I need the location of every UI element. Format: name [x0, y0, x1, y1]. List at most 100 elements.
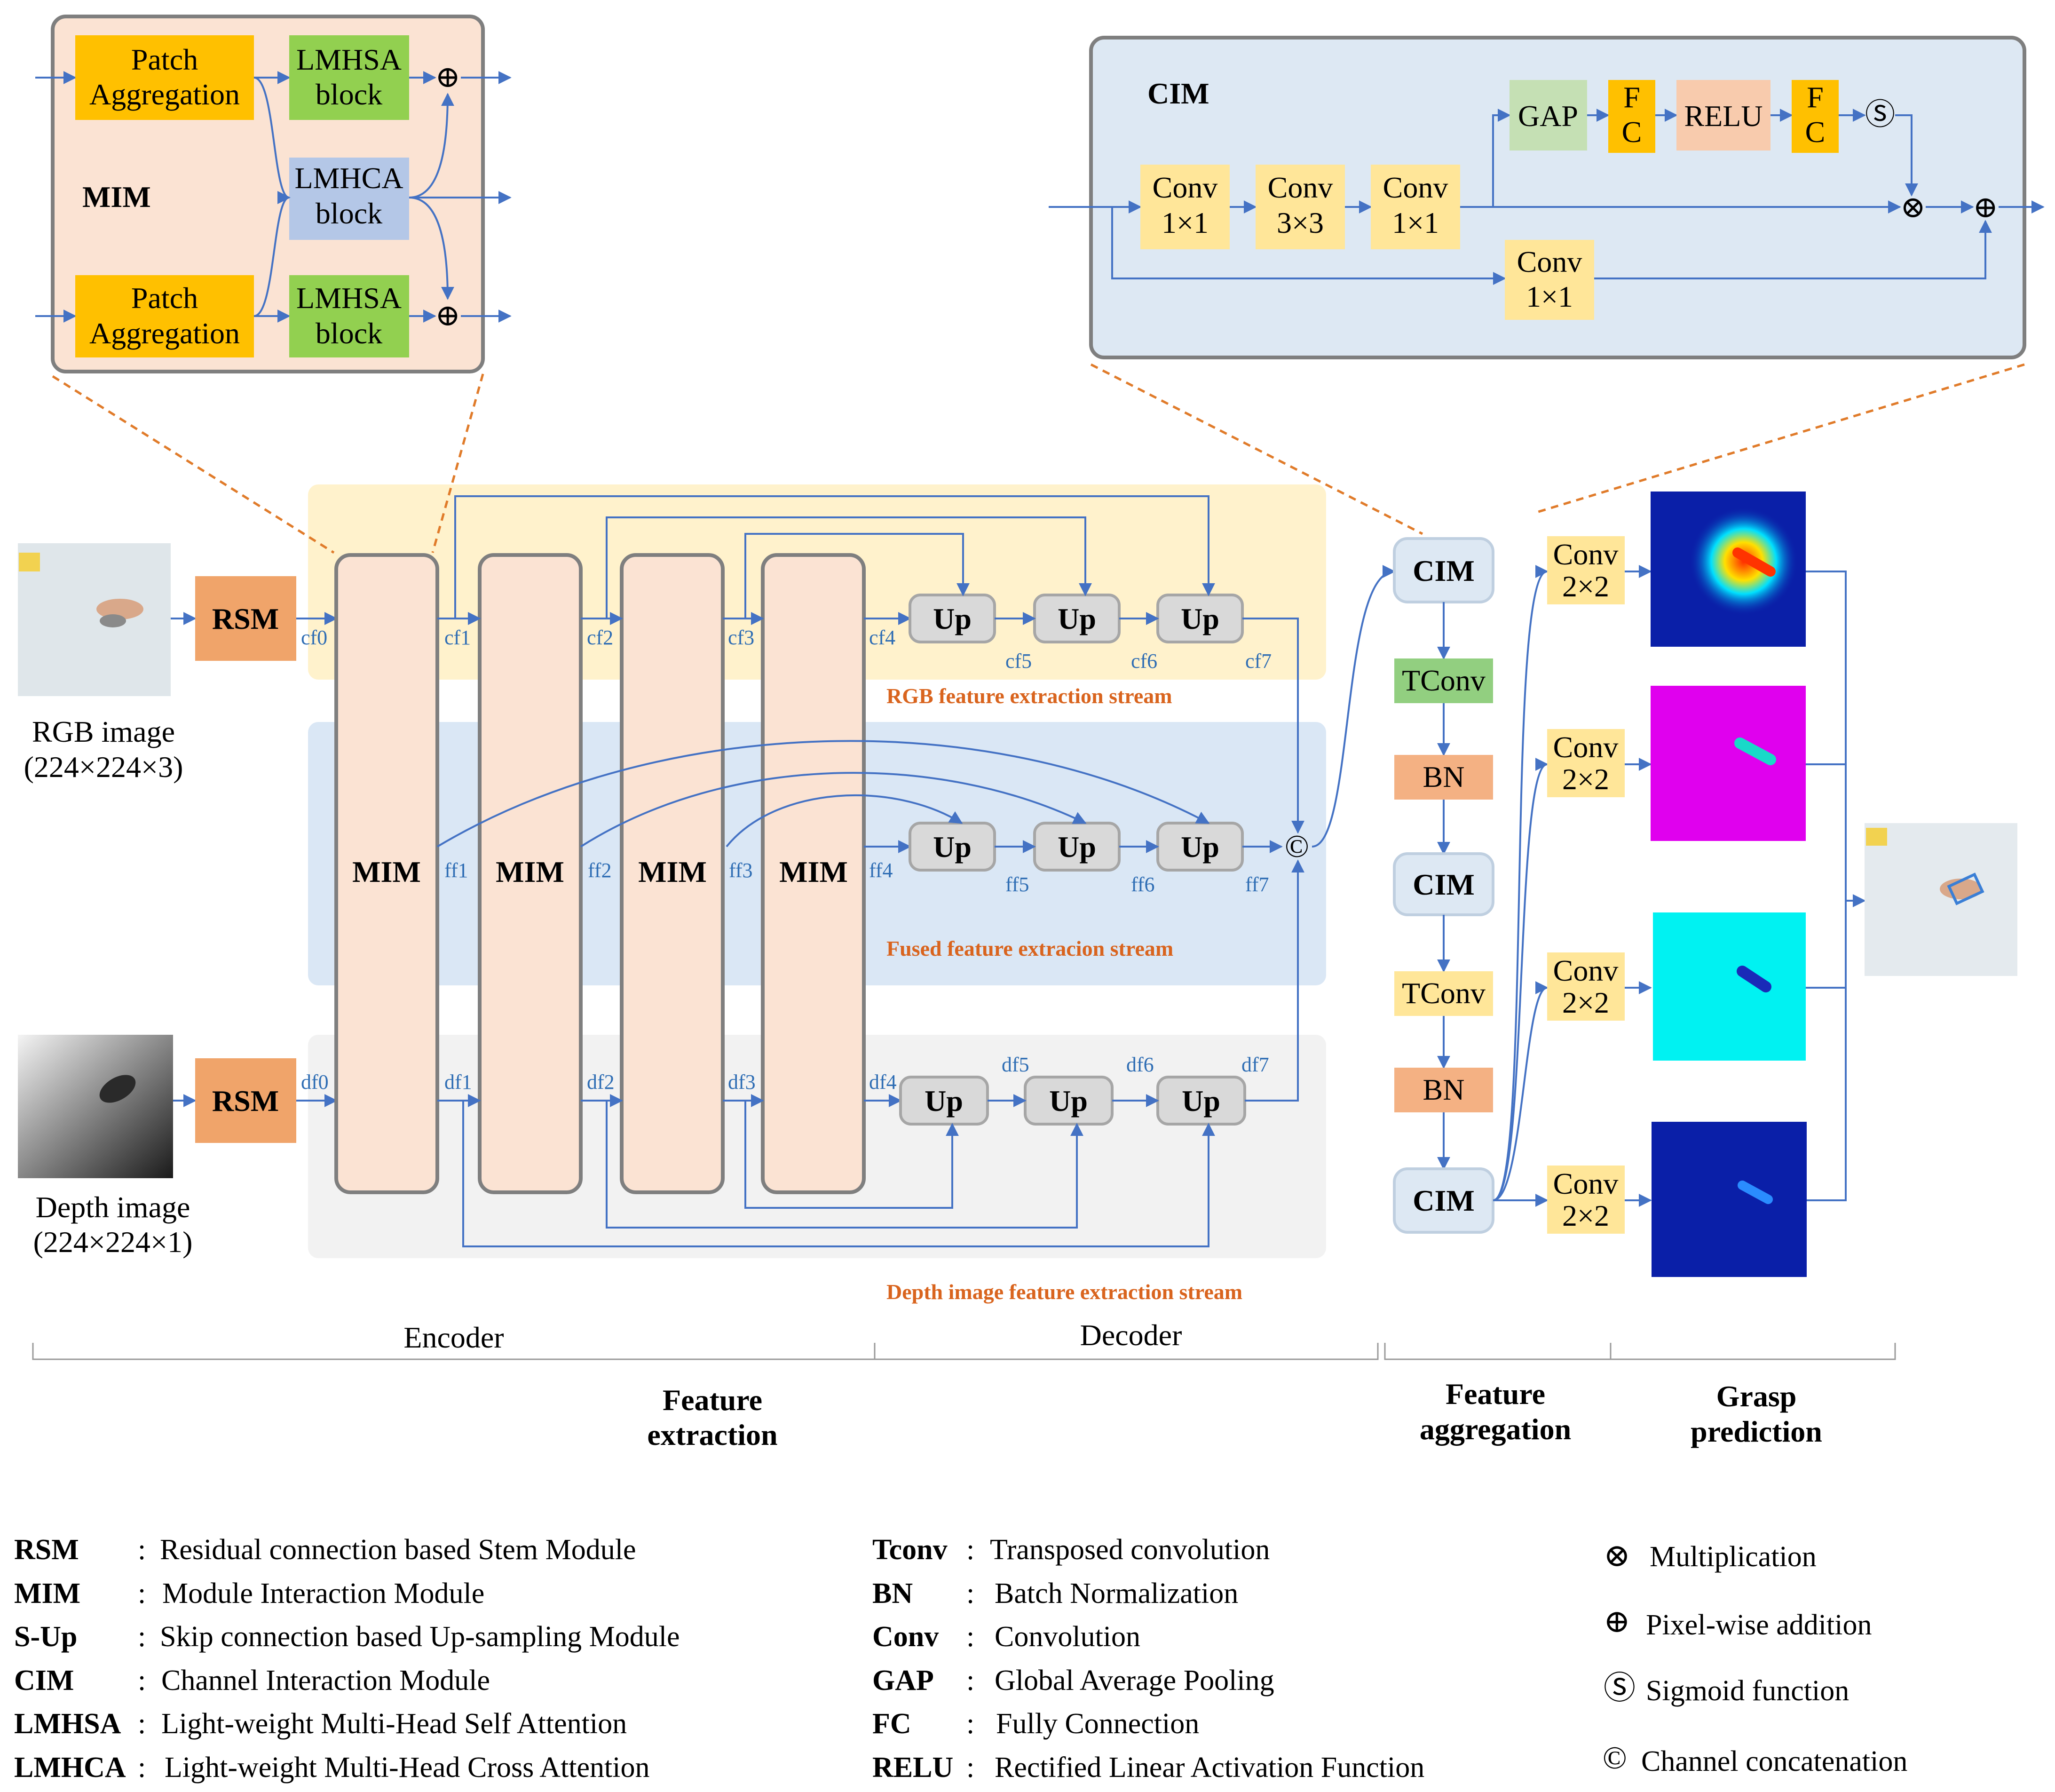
bn-block-1-label: BN	[1423, 760, 1465, 793]
cim-conv1x1-skip-l1: Conv	[1517, 245, 1582, 278]
grasp-prediction-label-2: prediction	[1691, 1415, 1822, 1448]
grasp-output-image	[1865, 823, 2017, 976]
mim-block-2	[478, 553, 583, 1194]
bn-block-2-label: BN	[1423, 1073, 1465, 1106]
conv2x2-2-l1: Conv	[1553, 730, 1619, 764]
up-depth-3-label: Up	[1182, 1084, 1220, 1118]
width-map	[1652, 1122, 1807, 1277]
legend-sep-mim: :	[138, 1578, 146, 1610]
feature-aggregation-label-2: aggregation	[1420, 1412, 1571, 1446]
conv2x2-4-l2: 2×2	[1562, 1199, 1609, 1232]
up-rgb-1-label: Up	[933, 602, 972, 635]
mim-block-2-label: MIM	[496, 855, 564, 888]
cim-conv1x1-skip	[1505, 240, 1594, 320]
conv2x2-4	[1547, 1166, 1625, 1234]
feature-cf3: cf3	[728, 626, 754, 649]
patch-aggregation-top	[75, 35, 254, 120]
legend-multiply-icon: ⊗	[1604, 1538, 1630, 1573]
legend-desc-relu: Rectified Linear Activation Function	[995, 1752, 1424, 1784]
legend-sep-gap: :	[966, 1665, 974, 1697]
legend-desc-addition: Pixel-wise addition	[1646, 1609, 1872, 1641]
tconv-block-2	[1394, 971, 1493, 1016]
feature-df7: df7	[1241, 1053, 1269, 1076]
rsm-rgb	[195, 576, 296, 661]
legend-sep-s-up: :	[138, 1621, 146, 1653]
conv2x2-2	[1547, 729, 1625, 797]
feature-df0: df0	[301, 1070, 329, 1094]
feature-df1: df1	[444, 1070, 472, 1094]
rgb-stream-label: RGB feature extraction stream	[886, 684, 1172, 708]
lmhsa-bottom-line1: LMHSA	[296, 281, 402, 315]
legend-key-tconv: Tconv	[872, 1534, 948, 1566]
feature-df6: df6	[1126, 1053, 1154, 1076]
feature-df4: df4	[869, 1070, 897, 1094]
conv2x2-2-l2: 2×2	[1562, 762, 1609, 796]
mim-block-3	[620, 553, 725, 1194]
feature-ff3: ff3	[729, 859, 753, 882]
legend-desc-s-up: Skip connection based Up-sampling Module	[160, 1621, 680, 1653]
mim-detail-panel: MIM Patch Aggregation LMHSA block ⊕ LMHC…	[35, 15, 512, 373]
legend-sep-relu: :	[966, 1752, 974, 1784]
up-fused-1-label: Up	[933, 830, 972, 864]
decoder-label: Decoder	[1080, 1318, 1182, 1352]
mim-block-1	[334, 553, 439, 1194]
angle-sin-map	[1653, 912, 1806, 1061]
tconv-block-1	[1394, 658, 1493, 703]
feature-ff1: ff1	[444, 859, 468, 882]
add-symbol-bottom: ⊕	[435, 299, 460, 332]
feature-ff5: ff5	[1005, 873, 1029, 896]
legend-desc-bn: Batch Normalization	[995, 1578, 1238, 1610]
cim-conv3x3	[1256, 165, 1345, 249]
conv2x2-4-l1: Conv	[1553, 1167, 1619, 1200]
cim-fc-2	[1792, 80, 1839, 153]
cim-conv3x3-l2: 3×3	[1277, 206, 1324, 239]
legend-sep-cim: :	[138, 1665, 146, 1697]
mim-block-4-label: MIM	[779, 855, 848, 888]
feature-ff2: ff2	[588, 859, 612, 882]
legend-key-rsm: RSM	[14, 1534, 79, 1566]
mim-block-1-label: MIM	[352, 855, 421, 888]
up-depth-2-label: Up	[1049, 1084, 1088, 1118]
feature-aggregation-label-1: Feature	[1446, 1377, 1545, 1411]
conv2x2-1-l2: 2×2	[1562, 570, 1609, 603]
cim-gap	[1510, 80, 1587, 151]
concat-symbol: ©	[1285, 828, 1309, 864]
feature-df3: df3	[728, 1070, 756, 1094]
feature-cf7: cf7	[1245, 650, 1272, 673]
mim-block-3-label: MIM	[638, 855, 707, 888]
cim-conv1x1-b	[1371, 165, 1460, 249]
cim-fc-1-c: C	[1622, 115, 1642, 149]
up-fused-3-label: Up	[1181, 830, 1219, 864]
legend-key-lmhca: LMHCA	[14, 1752, 126, 1784]
cim-fc-1-f: F	[1623, 80, 1640, 114]
conv2x2-1-l1: Conv	[1553, 538, 1619, 571]
rgb-image-size: (224×224×3)	[24, 750, 183, 784]
add-symbol-top: ⊕	[435, 60, 460, 94]
cim-add-symbol: ⊕	[1973, 190, 1998, 224]
feature-cf6: cf6	[1131, 650, 1157, 673]
fused-stream-label: Fused feature extracion stream	[886, 936, 1173, 960]
legend-sep-lmhca: :	[138, 1752, 146, 1784]
legend-key-fc: FC	[872, 1708, 911, 1740]
up-fused-2-label: Up	[1058, 830, 1096, 864]
cim-detail-title: CIM	[1147, 77, 1209, 110]
legend-desc-conv: Convolution	[995, 1621, 1140, 1653]
legend-add-icon: ⊕	[1604, 1603, 1630, 1639]
feature-df2: df2	[587, 1070, 615, 1094]
cim-fc-2-f: F	[1807, 80, 1824, 114]
feature-cf2: cf2	[587, 626, 613, 649]
depth-input-image	[18, 1035, 173, 1178]
rsm-depth	[195, 1058, 296, 1143]
mim-detail-title: MIM	[82, 180, 151, 214]
lmhsa-block-bottom	[289, 275, 409, 357]
legend-sep-bn: :	[966, 1578, 974, 1610]
cim-conv1x1-b-l2: 1×1	[1392, 206, 1439, 239]
rsm-rgb-label: RSM	[212, 602, 279, 635]
cim-fc-1	[1608, 80, 1655, 153]
patch-aggregation-top-line2: Aggregation	[89, 78, 240, 111]
legend-key-relu: RELU	[872, 1752, 953, 1784]
cim-conv1x1-a-l2: 1×1	[1162, 206, 1209, 239]
cim-block-1-label: CIM	[1413, 554, 1475, 587]
zoom-line-mim-left	[52, 375, 335, 554]
